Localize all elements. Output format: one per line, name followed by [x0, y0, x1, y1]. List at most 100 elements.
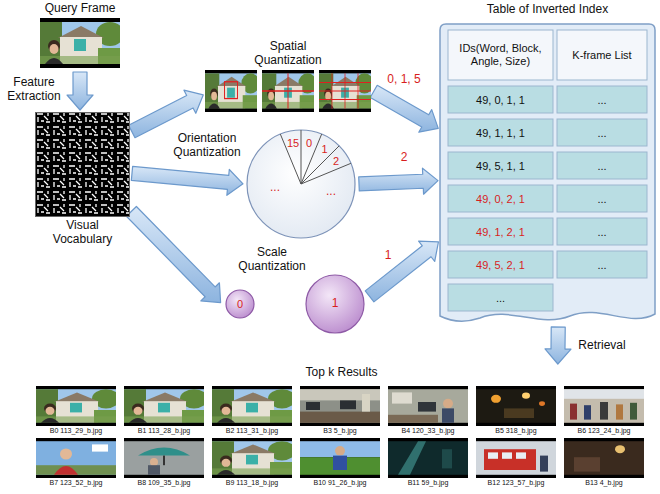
table-cell: IDs(Word, Block, Angle, Size): [451, 42, 551, 67]
picture-content: [476, 438, 556, 478]
picture-content: [564, 438, 644, 478]
caption: B3 5_b.jpg: [296, 427, 384, 435]
query-frame: Query Frame: [38, 2, 122, 70]
result-thumbnail: B6 123_24_b.jpg: [564, 386, 644, 436]
table-cell: 49, 5, 2, 1: [476, 258, 525, 271]
bin-number: 15: [287, 137, 299, 150]
bin-number: 1: [321, 143, 327, 156]
picture-content: [36, 386, 116, 426]
picture: [212, 438, 292, 478]
picture: [35, 112, 130, 217]
picture-content: [564, 386, 644, 426]
result-thumbnail: B4 120_33_b.jpg: [388, 386, 468, 436]
picture-content: [300, 386, 380, 426]
visual-vocabulary: Visual Vocabulary: [35, 112, 130, 248]
table-cell: 49, 0, 1, 1: [476, 93, 525, 106]
inverted-index-table: Table of Inverted Index: [440, 24, 655, 325]
picture: [388, 438, 468, 478]
spatial-quantization: Spatial Quantization: [205, 40, 372, 112]
bin-divider: [301, 146, 339, 184]
orientation-dial: Orientation Quantization15012......: [245, 128, 357, 240]
picture: [212, 386, 292, 426]
table-outline: [440, 24, 655, 321]
scale-circle: 0: [225, 289, 255, 319]
result-thumbnail: B5 318_b.jpg: [476, 386, 556, 436]
flow-arrow: [67, 72, 93, 110]
dial-circle: [247, 130, 355, 238]
scale-circle-shape: [226, 290, 254, 318]
scale-circle: 1: [305, 274, 365, 334]
heading: Scale Quantization: [232, 246, 312, 274]
table-cell-shape: [448, 284, 553, 311]
picture-content: [262, 70, 314, 112]
heading: Spatial Quantization: [243, 40, 333, 68]
picture: [476, 386, 556, 426]
table-cell-shape: [448, 86, 553, 113]
picture: [300, 438, 380, 478]
picture-content: [205, 70, 257, 112]
edge-label: 1: [385, 249, 392, 263]
picture-content: [124, 386, 204, 426]
picture: [564, 386, 644, 426]
heading: Query Frame: [38, 2, 122, 16]
result-thumbnail: B7 123_52_b.jpg: [36, 438, 116, 488]
picture-content: [319, 70, 371, 112]
flow-arrow: [359, 168, 438, 194]
caption: B8 109_35_b.jpg: [120, 479, 208, 487]
table-cell: 49, 1, 2, 1: [476, 225, 525, 238]
picture-content: [388, 386, 468, 426]
result-thumbnail: B9 113_18_b.jpg: [212, 438, 292, 488]
ellipsis: ...: [326, 185, 336, 199]
table-cell-shape: [557, 152, 647, 179]
result-thumbnail: B13 4_b.jpg: [564, 438, 644, 488]
table-cell: ...: [597, 159, 606, 172]
picture: [124, 386, 204, 426]
flow-arrow: [126, 206, 220, 302]
caption: B6 123_24_b.jpg: [560, 427, 648, 435]
table-cell-shape: [448, 152, 553, 179]
table-cell-shape: [448, 119, 553, 146]
result-thumbnail: B1 113_28_b.jpg: [124, 386, 204, 436]
bin-divider: [301, 163, 351, 184]
picture: [205, 70, 257, 112]
picture: [36, 386, 116, 426]
table-cell-shape: [448, 251, 553, 278]
heading: Top k Results: [28, 366, 655, 380]
flow-arrow: [545, 327, 571, 364]
caption: B1 113_28_b.jpg: [120, 427, 208, 435]
caption: B2 113_31_b.jpg: [208, 427, 296, 435]
caption: B0 113_29_b.jpg: [32, 427, 120, 435]
bin-divider: [280, 134, 301, 184]
picture: [564, 438, 644, 478]
table-cell-shape: [557, 218, 647, 245]
flow-arrow: [365, 241, 438, 302]
flow-arrow: [129, 90, 204, 138]
table-cell-shape: [448, 185, 553, 212]
table-cell: 49, 1, 1, 1: [476, 126, 525, 139]
picture-content: [36, 113, 130, 217]
scale-number: 1: [332, 297, 339, 311]
table-cell-shape: [557, 119, 647, 146]
table-cell-shape: [557, 30, 647, 80]
heading: Table of Inverted Index: [440, 3, 655, 17]
picture: [262, 70, 314, 112]
picture: [319, 70, 371, 112]
picture-content: [36, 438, 116, 478]
flow-arrow: [370, 85, 438, 132]
heading: Visual Vocabulary: [47, 219, 118, 247]
caption: B13 4_b.jpg: [560, 479, 648, 487]
result-thumbnail: B10 91_26_b.jpg: [300, 438, 380, 488]
table-cell: ...: [597, 126, 606, 139]
result-thumbnail: B11 59_b.jpg: [388, 438, 468, 488]
caption: B4 120_33_b.jpg: [384, 427, 472, 435]
caption: B5 318_b.jpg: [472, 427, 560, 435]
caption: B12 123_57_b.jpg: [472, 479, 560, 487]
picture: [388, 386, 468, 426]
pie-outline: [245, 128, 357, 240]
edge-label: 2: [401, 151, 408, 165]
flow-arrow: [131, 166, 243, 195]
table-cell-shape: [557, 251, 647, 278]
picture-content: [212, 386, 292, 426]
